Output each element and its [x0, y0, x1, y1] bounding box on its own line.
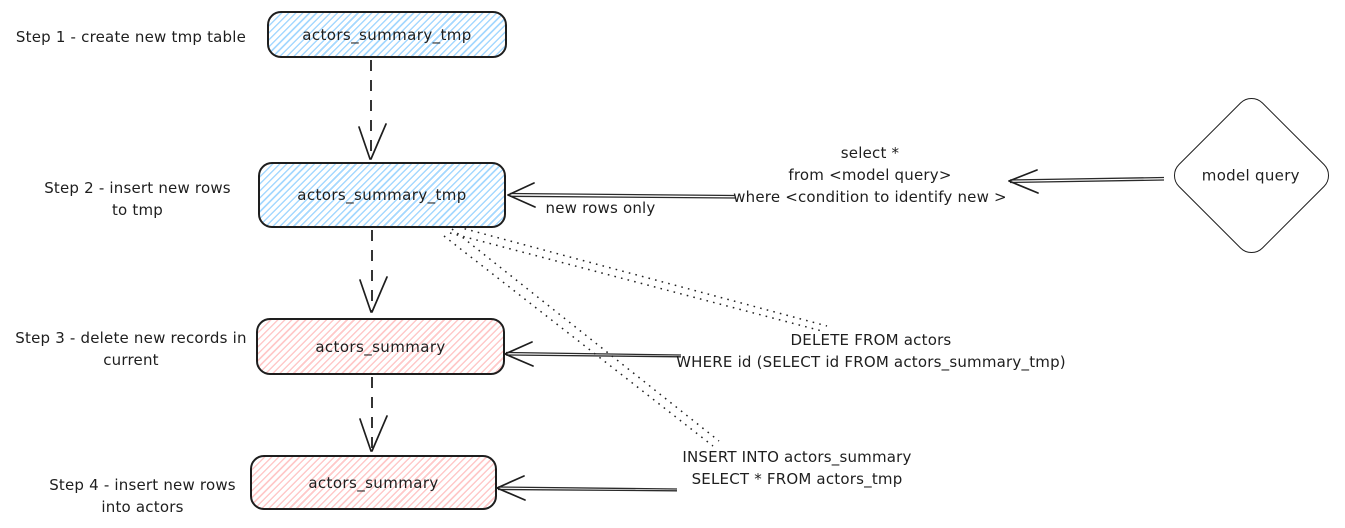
step4-table-node: actors_summary [250, 455, 497, 510]
new-rows-only-label: new rows only [545, 199, 656, 217]
step3-label: Step 3 - delete new records in current [15, 329, 247, 369]
arrow-step1-to-step2 [358, 60, 387, 160]
dotted-link-tmp-to-delete [449, 226, 828, 332]
arrow-modelquery-to-select [1008, 169, 1165, 194]
dotted-link-tmp-to-insert [443, 228, 720, 447]
select-query-annotation: select * from <model query> where <condi… [733, 144, 1007, 206]
step3-table-name: actors_summary [315, 337, 446, 356]
step1-table-node: actors_summary_tmp [267, 11, 507, 58]
arrow-delete-into-summary [504, 341, 682, 367]
step2-table-name: actors_summary_tmp [297, 186, 467, 204]
step3-table-node: actors_summary [256, 318, 505, 375]
step2-table-node: actors_summary_tmp [258, 162, 506, 228]
arrow-insert-into-summary [496, 475, 678, 501]
step4-label: Step 4 - insert new rows into actors [49, 476, 236, 516]
step4-table-name: actors_summary [308, 473, 439, 492]
step2-label: Step 2 - insert new rows to tmp [44, 179, 231, 219]
step1-label: Step 1 - create new tmp table [15, 28, 247, 46]
insert-query-annotation: INSERT INTO actors_summary SELECT * FROM… [682, 448, 912, 488]
delete-query-annotation: DELETE FROM actors WHERE id (SELECT id F… [676, 331, 1066, 371]
arrow-step2-to-step3 [359, 230, 388, 313]
step1-table-name: actors_summary_tmp [302, 25, 472, 44]
model-query-label: model query [1202, 166, 1301, 185]
arrow-select-into-tmp [507, 182, 736, 208]
arrow-step3-to-step4 [359, 377, 388, 452]
